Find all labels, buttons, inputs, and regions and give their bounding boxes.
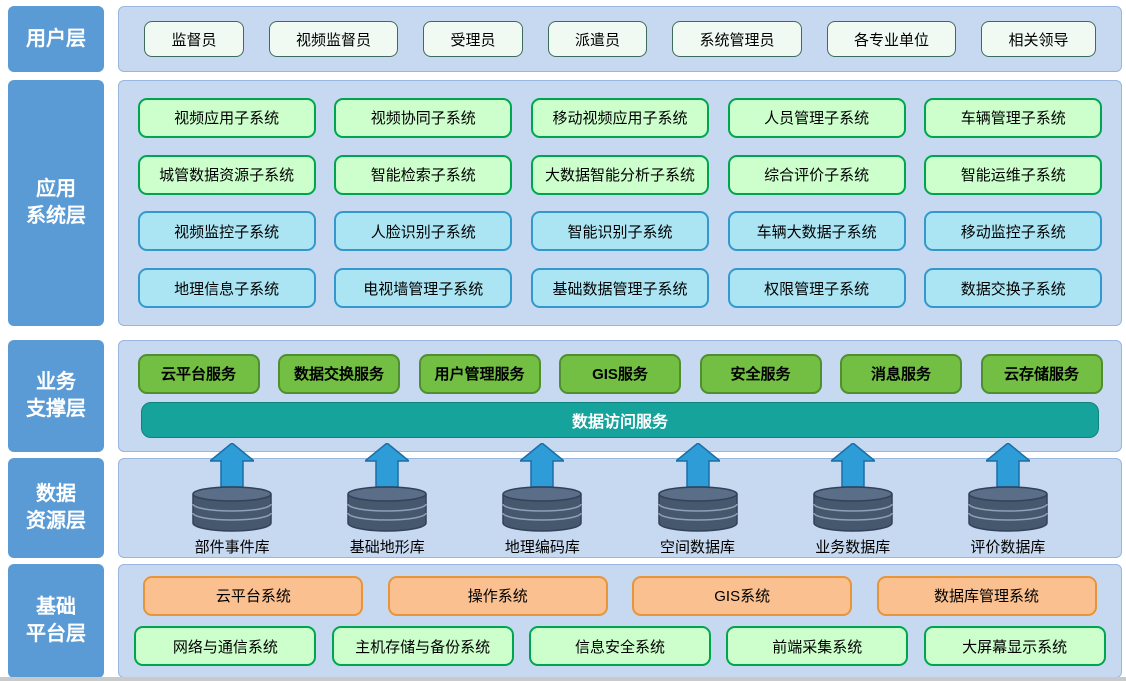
database-group: 部件事件库 (190, 443, 274, 557)
layer-label-line: 系统层 (26, 205, 86, 227)
up-arrow-icon (520, 443, 565, 487)
app-subsystem-box: 视频协同子系统 (334, 97, 513, 138)
user-roles-row: 监督员 视频监督员 受理员 派遣员 系统管理员 各专业单位 相关领导 (119, 21, 1121, 57)
app-subsystem-box: 城管数据资源子系统 (137, 154, 316, 195)
panel-platform-layer: 云平台系统 操作系统 GIS系统 数据库管理系统 网络与通信系统 主机存储与备份… (118, 564, 1122, 678)
layer-label-line: 应用 (36, 178, 76, 200)
layer-label-line: 数据 (36, 483, 76, 505)
app-subsystem-box: 车辆管理子系统 (924, 97, 1103, 138)
app-subsystem-box: 车辆大数据子系统 (727, 211, 906, 252)
platform-system-box: 云平台系统 (143, 575, 364, 616)
app-subsystem-row: 视频监控子系统 人脸识别子系统 智能识别子系统 车辆大数据子系统 移动监控子系统 (119, 211, 1121, 252)
bottom-edge (0, 677, 1126, 681)
up-arrow-icon (210, 443, 255, 487)
up-arrow-icon (985, 443, 1030, 487)
platform-system-box: 网络与通信系统 (134, 626, 317, 667)
layer-label-line: 支撑层 (26, 398, 86, 420)
user-role-box: 各专业单位 (826, 21, 956, 57)
app-subsystem-row: 城管数据资源子系统 智能检索子系统 大数据智能分析子系统 综合评价子系统 智能运… (119, 154, 1121, 195)
app-subsystem-row: 地理信息子系统 电视墙管理子系统 基础数据管理子系统 权限管理子系统 数据交换子… (119, 268, 1121, 309)
database-label: 业务数据库 (815, 539, 891, 556)
app-subsystem-box: 地理信息子系统 (137, 268, 316, 309)
app-subsystem-box: 综合评价子系统 (727, 154, 906, 195)
app-subsystem-box: 权限管理子系统 (727, 268, 906, 309)
layer-label-line: 用户层 (26, 27, 86, 50)
user-role-box: 派遣员 (547, 21, 647, 57)
service-box: 消息服务 (840, 353, 962, 394)
database-label: 地理编码库 (504, 539, 580, 556)
panel-user-layer: 监督员 视频监督员 受理员 派遣员 系统管理员 各专业单位 相关领导 (118, 6, 1122, 72)
database-icon (192, 486, 272, 532)
platform-system-box: 大屏幕显示系统 (923, 626, 1106, 667)
app-subsystem-box: 视频监控子系统 (137, 211, 316, 252)
database-icon (502, 486, 583, 532)
app-subsystem-box: 人脸识别子系统 (334, 211, 513, 252)
database-icon (347, 486, 428, 532)
layer-label-line: 基础 (36, 596, 76, 618)
service-box: 用户管理服务 (418, 353, 541, 394)
app-subsystem-box: 基础数据管理子系统 (530, 268, 709, 309)
database-group: 地理编码库 (500, 443, 584, 557)
database-label: 部件事件库 (194, 539, 270, 556)
service-box: 云存储服务 (980, 353, 1103, 394)
panel-support-layer: 云平台服务 数据交换服务 用户管理服务 GIS服务 安全服务 消息服务 云存储服… (118, 340, 1122, 452)
database-group: 评价数据库 (966, 443, 1050, 557)
service-box: 云平台服务 (137, 353, 260, 394)
service-box: GIS服务 (559, 353, 681, 394)
service-row: 云平台服务 数据交换服务 用户管理服务 GIS服务 安全服务 消息服务 云存储服… (119, 353, 1121, 394)
app-subsystem-box: 大数据智能分析子系统 (530, 154, 709, 195)
service-box: 数据交换服务 (278, 353, 400, 394)
database-icon (812, 486, 893, 532)
up-arrow-icon (830, 443, 875, 487)
app-subsystem-box: 智能运维子系统 (924, 154, 1103, 195)
up-arrow-icon (365, 443, 410, 487)
app-subsystem-box: 电视墙管理子系统 (334, 268, 513, 309)
app-subsystem-box: 移动监控子系统 (924, 211, 1103, 252)
app-subsystem-box: 智能识别子系统 (530, 211, 709, 252)
platform-system-box: 操作系统 (387, 575, 608, 616)
app-subsystem-box: 数据交换子系统 (924, 268, 1103, 309)
app-subsystem-row: 视频应用子系统 视频协同子系统 移动视频应用子系统 人员管理子系统 车辆管理子系… (119, 97, 1121, 138)
layer-label-line: 业务 (36, 371, 76, 393)
layer-label-app: 应用 系统层 (8, 80, 104, 326)
layer-label-line: 平台层 (26, 623, 86, 645)
user-role-box: 系统管理员 (672, 21, 802, 57)
database-icon (657, 486, 738, 532)
platform-system-box: 数据库管理系统 (876, 575, 1097, 616)
database-group: 空间数据库 (656, 443, 740, 557)
user-role-box: 相关领导 (981, 21, 1096, 57)
platform-system-row: 网络与通信系统 主机存储与备份系统 信息安全系统 前端采集系统 大屏幕显示系统 (119, 626, 1121, 667)
panel-data-layer: 部件事件库 基础地形库 地理编码库 (118, 443, 1122, 558)
layer-label-platform: 基础 平台层 (8, 564, 104, 678)
layer-label-data: 数据 资源层 (8, 458, 104, 558)
database-group: 业务数据库 (811, 443, 895, 557)
layer-label-user: 用户层 (8, 6, 104, 72)
database-label: 评价数据库 (970, 539, 1046, 556)
database-label: 空间数据库 (660, 539, 736, 556)
platform-system-box: 前端采集系统 (726, 626, 909, 667)
layer-label-line: 资源层 (26, 510, 86, 532)
database-label: 基础地形库 (349, 539, 425, 556)
platform-system-box: GIS系统 (632, 575, 853, 616)
app-subsystem-box: 移动视频应用子系统 (530, 97, 709, 138)
layer-label-support: 业务 支撑层 (8, 340, 104, 452)
platform-system-box: 信息安全系统 (528, 626, 711, 667)
database-icon (968, 486, 1048, 532)
app-subsystem-box: 智能检索子系统 (334, 154, 513, 195)
app-subsystem-box: 人员管理子系统 (727, 97, 906, 138)
up-arrow-icon (675, 443, 720, 487)
panel-application-layer: 视频应用子系统 视频协同子系统 移动视频应用子系统 人员管理子系统 车辆管理子系… (118, 80, 1122, 326)
service-box: 安全服务 (699, 353, 822, 394)
platform-system-row: 云平台系统 操作系统 GIS系统 数据库管理系统 (119, 575, 1121, 616)
user-role-box: 视频监督员 (268, 21, 398, 57)
database-group: 基础地形库 (345, 443, 429, 557)
platform-system-box: 主机存储与备份系统 (331, 626, 514, 667)
user-role-box: 受理员 (423, 21, 523, 57)
data-access-service-bar: 数据访问服务 (141, 402, 1099, 439)
app-subsystem-box: 视频应用子系统 (137, 97, 316, 138)
user-role-box: 监督员 (144, 21, 244, 57)
